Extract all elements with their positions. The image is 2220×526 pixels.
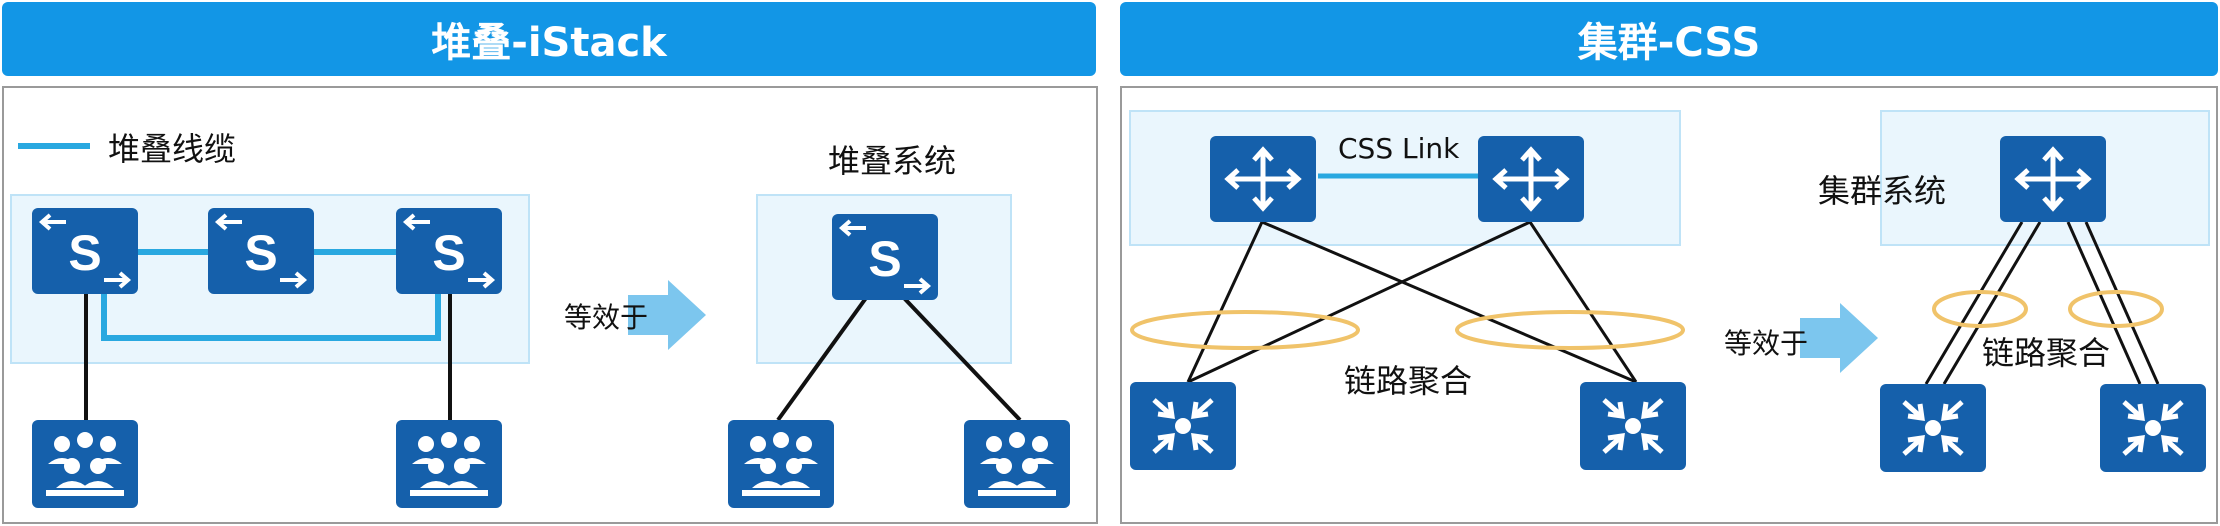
access-switch-icon (1580, 382, 1686, 470)
css-system-switch (2000, 136, 2106, 222)
cluster-link-r2 (2084, 221, 2160, 385)
stack-cable-loop (101, 290, 441, 341)
stack-switch-1: S (32, 208, 138, 294)
users-icon (32, 420, 138, 508)
legend-label: 堆叠线缆 (108, 130, 237, 168)
svg-text:S: S (432, 225, 465, 281)
css-link-a1 (1186, 221, 1264, 383)
css-equivalent-label: 等效于 (1724, 327, 1809, 360)
css-link-b1 (1187, 220, 1531, 384)
access-switch-2 (1580, 382, 1686, 470)
agg-ellipse-1 (1130, 310, 1360, 350)
link-system-users2 (902, 296, 1022, 422)
svg-text:S: S (868, 231, 901, 287)
access-switch-1 (1130, 382, 1236, 470)
agg-ellipse-2 (1455, 310, 1685, 350)
aggregation-label-1: 链路聚合 (1344, 362, 1473, 400)
istack-equivalent-arrow (628, 280, 706, 350)
css-link-a2 (1261, 220, 1637, 384)
css-switch-1 (1210, 136, 1316, 222)
stack-switch-2: S (208, 208, 314, 294)
css-link-b2 (1528, 221, 1638, 383)
access-switch-4 (2100, 384, 2206, 472)
cluster-link-r1 (2066, 221, 2142, 385)
users-icon (396, 420, 502, 508)
css-link-label: CSS Link (1338, 132, 1460, 165)
core-switch-icon (1210, 136, 1316, 222)
user-group-4 (964, 420, 1070, 508)
stack-system-label: 堆叠系统 (828, 142, 957, 180)
css-title-banner: 集群-CSS (1120, 2, 2218, 76)
user-group-1 (32, 420, 138, 508)
css-switch-2 (1478, 136, 1584, 222)
stack-switch-icon: S (396, 208, 502, 294)
core-switch-icon (2000, 136, 2106, 222)
access-switch-icon (1880, 384, 1986, 472)
agg-ellipse-3 (1932, 290, 2028, 328)
users-icon (728, 420, 834, 508)
istack-title-banner: 堆叠-iStack (2, 2, 1096, 76)
stack-switch-icon: S (832, 214, 938, 300)
link-system-users1 (776, 296, 868, 422)
cluster-system-label: 集群系统 (1818, 172, 1947, 210)
istack-title: 堆叠-iStack (431, 20, 667, 66)
user-group-3 (728, 420, 834, 508)
agg-ellipse-4 (2068, 290, 2164, 328)
svg-text:S: S (68, 225, 101, 281)
stack-switch-icon: S (32, 208, 138, 294)
aggregation-label-2: 链路聚合 (1982, 334, 2111, 372)
access-switch-3 (1880, 384, 1986, 472)
stack-switch-3: S (396, 208, 502, 294)
core-switch-icon (1478, 136, 1584, 222)
stack-switch-icon: S (208, 208, 314, 294)
users-icon (964, 420, 1070, 508)
access-switch-icon (2100, 384, 2206, 472)
istack-equivalent-label: 等效于 (564, 301, 649, 334)
cluster-link-l1 (1924, 221, 2024, 385)
access-switch-icon (1130, 382, 1236, 470)
user-group-2 (396, 420, 502, 508)
css-equivalent-arrow (1800, 303, 1878, 373)
css-title: 集群-CSS (1577, 20, 1761, 66)
cluster-link-l2 (1942, 221, 2042, 385)
svg-text:S: S (244, 225, 277, 281)
stack-system-switch: S (832, 214, 938, 300)
